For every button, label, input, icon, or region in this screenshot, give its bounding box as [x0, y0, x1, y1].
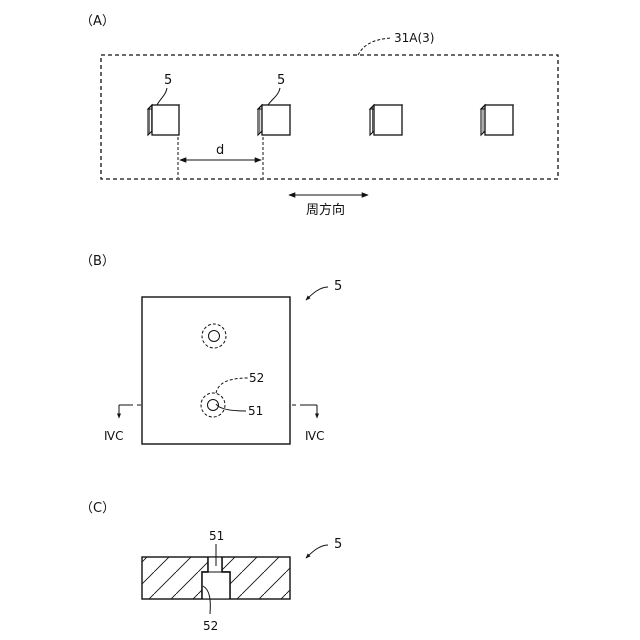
section-label-right: ⅣC — [305, 429, 324, 443]
section-marker-right — [292, 405, 317, 418]
ring-ref-label: 31A(3) — [394, 31, 434, 45]
panel-c: （C） 51 52 5 — [80, 501, 342, 633]
hole-ref-label: 51 — [248, 404, 263, 418]
panel-b-label: （B） — [80, 254, 115, 269]
recess-52-void — [203, 573, 230, 599]
panel-a: （A） 31A(3) 5 — [80, 14, 558, 218]
cube-1 — [148, 105, 179, 135]
direction-label: 周方向 — [306, 202, 345, 218]
section-right-fill — [222, 557, 290, 599]
section-marker-left — [119, 405, 141, 418]
recess-ref-label: 52 — [249, 371, 264, 385]
cube-2-ref-leader — [268, 88, 280, 105]
upper-hole — [209, 331, 220, 342]
cube-4 — [481, 105, 513, 135]
plate-ref-arrow — [306, 287, 328, 300]
lower-recess — [201, 393, 225, 417]
cube-2 — [258, 105, 290, 135]
plate-outline — [142, 297, 290, 444]
panel-c-label: （C） — [80, 501, 115, 516]
section-left-fill — [142, 557, 208, 599]
panel-b: （B） 5 52 51 ⅣC ⅣC — [80, 254, 342, 444]
ring-ref-leader — [358, 38, 392, 55]
panel-a-label: （A） — [80, 14, 115, 29]
hole-51-void — [209, 558, 222, 572]
section-recess-ref-label: 52 — [203, 619, 218, 633]
recess-ref-leader — [216, 378, 248, 393]
cube-3 — [370, 105, 402, 135]
cube-1-ref-label: 5 — [164, 73, 172, 88]
section-label-left: ⅣC — [104, 429, 123, 443]
cube-2-ref-label: 5 — [277, 73, 285, 88]
plate-ref-label: 5 — [334, 279, 342, 294]
spacing-label: d — [216, 143, 224, 158]
upper-recess — [202, 324, 226, 348]
section-hole-ref-label: 51 — [209, 529, 224, 543]
cube-1-ref-leader — [157, 88, 167, 105]
section-part-ref-arrow — [306, 545, 328, 558]
hole-ref-leader — [216, 404, 246, 411]
section-part-ref-label: 5 — [334, 537, 342, 552]
